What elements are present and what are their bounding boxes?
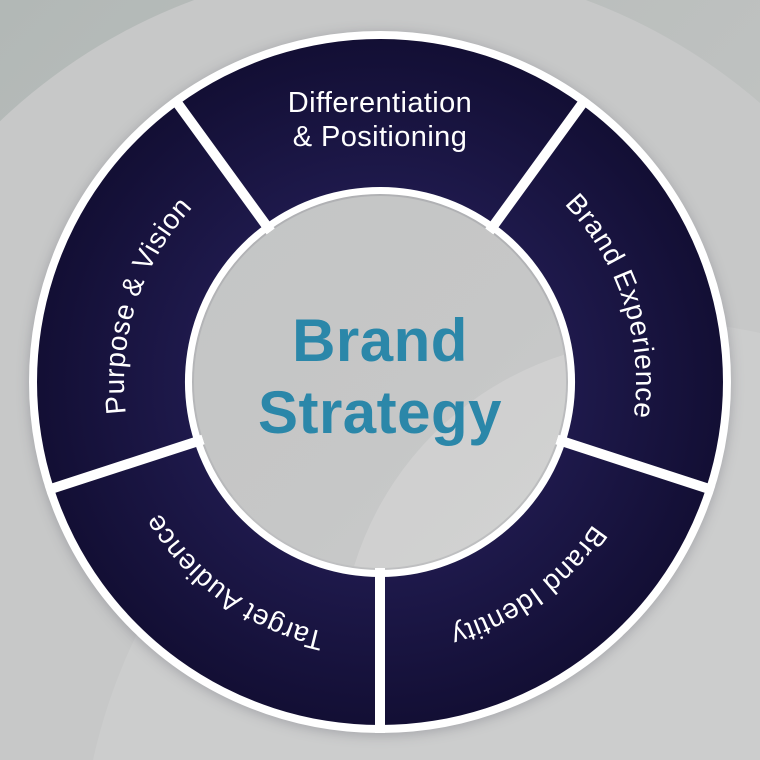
label-differentiation-line2: & Positioning <box>293 121 467 153</box>
segment-brand-experience <box>494 104 723 488</box>
segment-divider <box>555 434 716 496</box>
center-decor <box>340 340 566 568</box>
segment-brand-identity <box>380 442 707 725</box>
segment-differentiation-positioning <box>178 39 582 225</box>
center-title-line1: Brand <box>292 307 468 374</box>
label-differentiation-line1: Differentiation <box>288 87 472 119</box>
segment-divider <box>44 434 205 496</box>
segment-target-audience <box>53 442 381 725</box>
segment-group <box>37 39 723 725</box>
segment-dividers <box>44 95 716 733</box>
segment-divider <box>169 95 275 235</box>
center-decor-arc <box>340 340 566 568</box>
center-circle <box>194 196 566 568</box>
center-title-line2: Strategy <box>258 379 502 446</box>
segment-purpose-vision <box>37 104 266 488</box>
segment-divider <box>485 95 591 235</box>
